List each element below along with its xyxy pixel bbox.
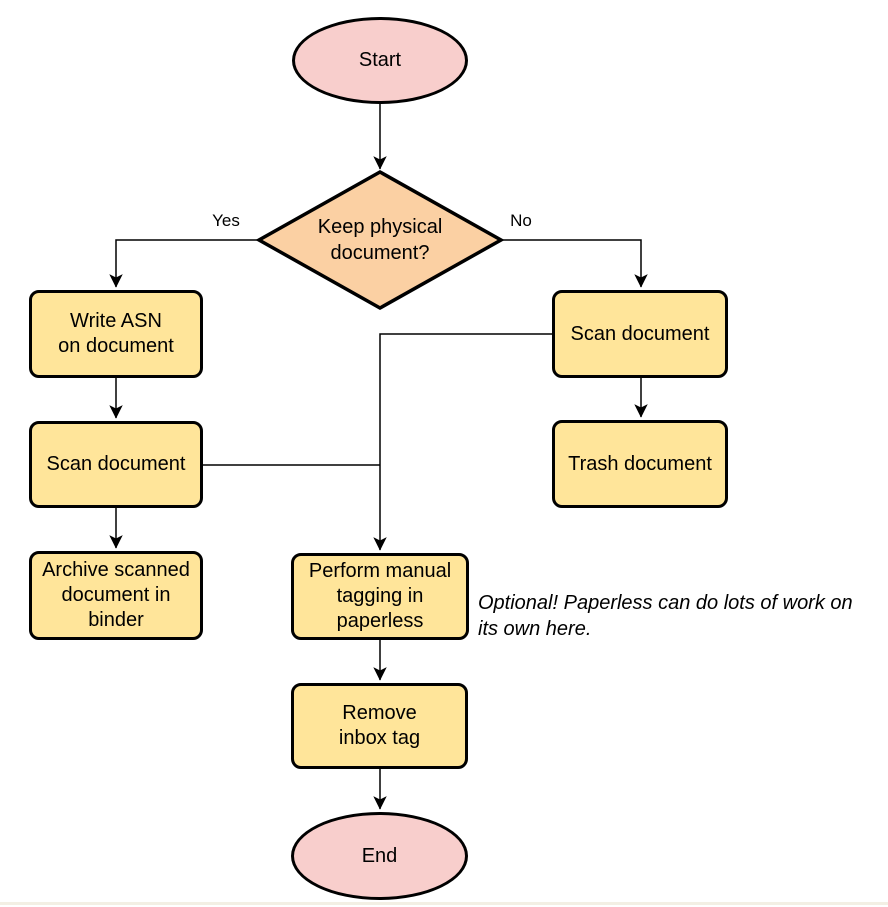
node-scan-document-right: Scan document [552,290,728,378]
node-scan-document-left: Scan document [29,421,203,508]
node-write-asn-label: Write ASN on document [58,310,174,357]
node-start: Start [292,17,468,104]
node-trash-document: Trash document [552,420,728,508]
node-decision-label: Keep physical document? [317,216,443,264]
edge-scan-right-to-tagging [373,333,552,551]
node-archive-document-label: Archive scanned document in binder [42,559,190,631]
node-scan-document-right-label: Scan document [570,322,710,345]
node-archive-document: Archive scanned document in binder [29,551,203,640]
node-remove-inbox-tag: Remove inbox tag [291,683,468,769]
node-end: End [291,812,468,900]
edge-decision-yes-to-write-asn [109,239,259,288]
node-trash-document-label: Trash document [568,452,712,475]
node-remove-inbox-tag-label: Remove inbox tag [338,702,421,749]
edge-decision-no-to-scan-right [501,239,648,288]
optional-note: Optional! Paperless can do lots of work … [478,592,853,640]
node-end-label: End [361,844,398,867]
node-start-label: Start [358,49,402,71]
node-decision-shape [255,169,505,311]
node-manual-tagging-label: Perform manual tagging in paperless [308,560,452,632]
edge-label-yes: Yes [212,211,240,230]
bottom-edge-strip [0,902,888,905]
edge-label-no: No [510,211,532,230]
node-scan-document-left-label: Scan document [46,453,186,475]
node-write-asn: Write ASN on document [29,290,203,378]
node-manual-tagging: Perform manual tagging in paperless [291,553,469,640]
